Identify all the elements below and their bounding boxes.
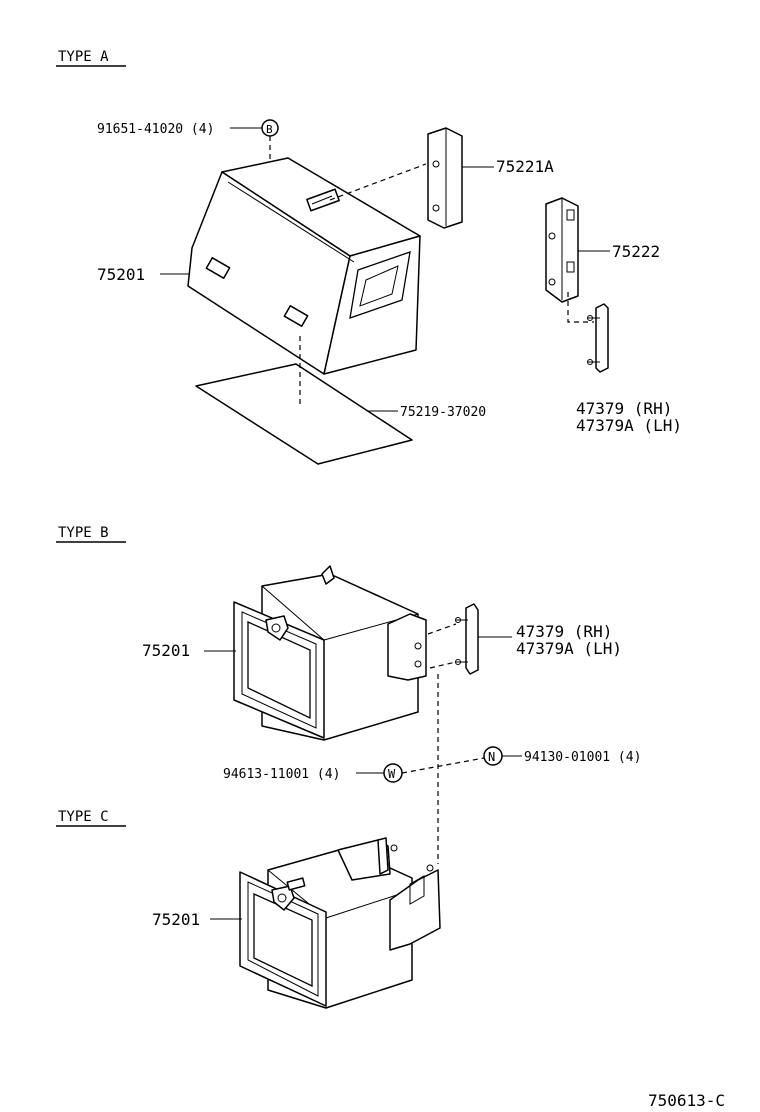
diagram-code: 750613-C [648, 1091, 725, 1110]
stay-b-rh-label: 47379 (RH) [516, 622, 612, 641]
washer-part-label: 94613-11001 (4) [223, 767, 340, 782]
svg-text:B: B [266, 123, 273, 136]
tool-box-type-c [239, 837, 441, 1009]
washer-nut-dashed-line [401, 757, 485, 774]
stay-b-lh-label: 47379A (LH) [516, 639, 622, 658]
mat [195, 363, 413, 465]
tool-box-type-a [187, 157, 421, 375]
box-a-label: 75201 [97, 265, 145, 284]
type-b-heading: TYPE B [58, 525, 109, 541]
stay-type-a [587, 303, 609, 373]
tool-box-type-b [233, 565, 427, 741]
type-c-heading: TYPE C [58, 809, 109, 825]
bracket-a-label: 75221A [496, 157, 554, 176]
screw-marker-b: B [261, 119, 279, 137]
nut-marker-n: N [483, 746, 503, 766]
stay-a-dashed-line [567, 292, 594, 323]
stay-a-rh-label: 47379 (RH) [576, 399, 672, 418]
box-c-label: 75201 [152, 910, 200, 929]
screw-part-label: 91651-41020 (4) [97, 122, 214, 137]
bracket-b-label: 75222 [612, 242, 660, 261]
stay-type-b [455, 603, 479, 675]
svg-text:W: W [388, 767, 396, 781]
washer-marker-w: W [383, 763, 403, 783]
nut-part-label: 94130-01001 (4) [524, 750, 641, 765]
bracket-a-dashed-line [329, 163, 427, 201]
bracket-75222 [545, 197, 579, 303]
mat-label: 75219-37020 [400, 405, 486, 420]
stay-b-dashed-line-1 [427, 623, 457, 635]
box-b-label: 75201 [142, 641, 190, 660]
stay-b-dashed-line-2 [429, 661, 457, 669]
svg-text:N: N [488, 750, 495, 764]
type-a-heading: TYPE A [58, 49, 109, 65]
stay-a-lh-label: 47379A (LH) [576, 416, 682, 435]
bracket-75221a [427, 127, 463, 229]
